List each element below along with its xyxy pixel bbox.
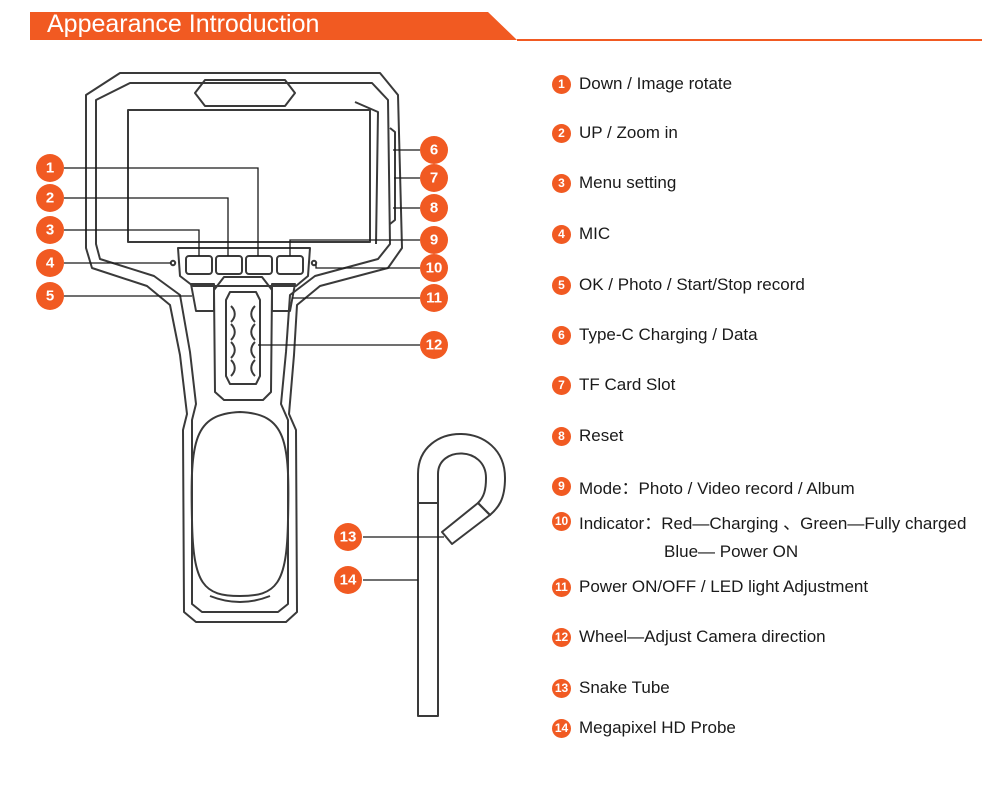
legend-number-badge: 8 [552,426,571,446]
legend-text: Type-C Charging / Data [579,325,758,344]
indicator-led [310,259,318,267]
legend-number-badge: 4 [552,224,571,244]
legend-item: 11 Power ON/OFF / LED light Adjustment [552,575,868,599]
legend-item: 9 Mode：Photo / Video record / Album [552,474,855,498]
top-grip [194,79,296,107]
callout-badges [36,136,448,594]
callout-14: 14 [340,572,357,589]
power-button [271,283,296,312]
callout-2: 2 [46,190,54,207]
callout-1: 1 [46,160,54,177]
legend-text: MIC [579,224,611,243]
page-title: Appearance Introduction [47,10,320,38]
legend-number-badge: 14 [552,718,571,738]
wheel-housing [213,276,273,401]
mic-hole [169,259,177,267]
mode-button [276,255,304,275]
legend-number-badge: 6 [552,325,571,345]
legend-item: 4 MIC [552,222,610,246]
legend-text: Power ON/OFF / LED light Adjustment [579,577,869,596]
callout-4: 4 [46,255,55,272]
legend-text: Indicator：Red—Charging 、Green—Fully char… [579,513,967,533]
legend-item: 6 Type-C Charging / Data [552,323,758,347]
legend-number-badge: 9 [552,476,571,496]
legend-text: Snake Tube [579,678,670,697]
up-button [215,255,243,275]
legend-item: 8 Reset [552,424,623,448]
callout-5: 5 [46,288,54,305]
ok-button [190,283,215,312]
wheel-ridges [230,305,256,377]
legend-text: TF Card Slot [579,375,676,394]
device-body-outline [85,72,403,623]
callout-13: 13 [340,529,357,546]
down-button [185,255,213,275]
callout-3: 3 [46,222,54,239]
callout-12: 12 [426,337,443,354]
legend-item: 1 Down / Image rotate [552,72,732,96]
handle-grip [190,411,290,597]
legend-text: OK / Photo / Start/Stop record [579,275,805,294]
legend-item: 12 Wheel—Adjust Camera direction [552,625,826,649]
legend-text: Mode：Photo / Video record / Album [579,478,855,498]
legend-item: 10 Indicator：Red—Charging 、Green—Fully c… [552,509,966,533]
header-banner [30,12,982,41]
legend-number-badge: 7 [552,375,571,395]
legend-text: Reset [579,426,624,445]
legend-text: Megapixel HD Probe [579,718,736,737]
legend-number-badge: 1 [552,74,571,94]
legend-text-continuation: Blue— Power ON [664,542,799,561]
legend-item: 3 Menu setting [552,171,676,195]
side-ports [389,127,396,225]
legend-item: 5 OK / Photo / Start/Stop record [552,273,805,297]
legend-number-badge: 10 [552,511,571,531]
screen [127,109,371,243]
menu-button [245,255,273,275]
callout-9: 9 [430,232,438,249]
legend-text: Menu setting [579,173,677,192]
probe-tip [441,502,491,545]
legend-text: UP / Zoom in [579,123,678,142]
legend-number-badge: 11 [552,577,571,597]
callout-6: 6 [430,142,438,159]
legend-text: Down / Image rotate [579,74,733,93]
legend-text: Wheel—Adjust Camera direction [579,627,826,646]
legend-number-badge: 2 [552,123,571,143]
legend-item: 14 Megapixel HD Probe [552,716,736,740]
legend-item: 7 TF Card Slot [552,373,675,397]
legend-number-badge: 5 [552,275,571,295]
snake-tube [417,433,506,717]
legend-number-badge: 12 [552,627,571,647]
legend-number-badge: 3 [552,173,571,193]
legend-item: 2 UP / Zoom in [552,121,678,145]
legend-item: 13 Snake Tube [552,676,670,700]
callout-10: 10 [426,260,443,277]
callout-11: 11 [426,290,442,307]
legend-number-badge: 13 [552,678,571,698]
callout-7: 7 [430,170,438,187]
callout-8: 8 [430,200,438,217]
